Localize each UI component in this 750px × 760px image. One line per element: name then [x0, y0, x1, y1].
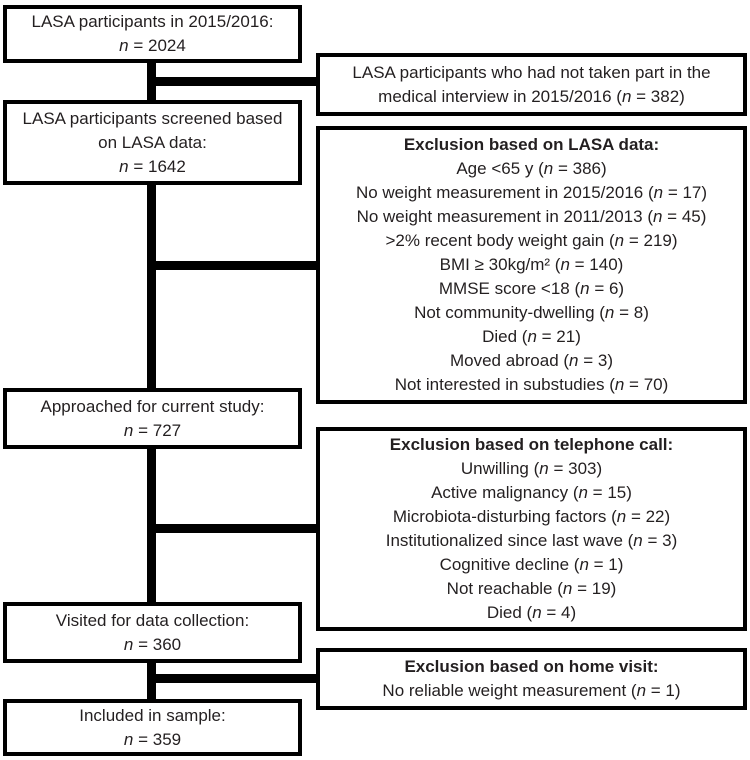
exclusion-item: Institutionalized since last wave (n = 3… [385, 531, 678, 550]
n-symbol: n [123, 420, 134, 440]
exclusion-item: Cognitive decline (n = 1) [439, 555, 624, 574]
flow-box-visited: Visited for data collection: n = 360 [3, 602, 302, 663]
exclusion-item: MMSE score <18 (n = 6) [438, 279, 625, 298]
exclusion-title: Exclusion based on home visit: [404, 657, 659, 676]
n-symbol: n [560, 255, 570, 274]
n-value: = 727 [133, 420, 182, 440]
flow-box-screened: LASA participants screened based on LASA… [3, 100, 302, 185]
box-label: Included in sample: [79, 705, 226, 725]
exclusion-item: Microbiota-disturbing factors (n = 22) [392, 507, 671, 526]
n-symbol: n [119, 36, 129, 55]
exclusion-item: Died (n = 4) [486, 603, 577, 622]
side-box-exclusion-lasa-data: Exclusion based on LASA data: Age <65 y … [316, 126, 747, 404]
exclusion-item: Unwilling (n = 303) [460, 459, 603, 478]
n-symbol: n [636, 681, 647, 700]
exclusion-title: Exclusion based on telephone call: [389, 435, 674, 454]
n-symbol: n [532, 603, 542, 622]
flow-box-included: Included in sample: n = 359 [3, 699, 302, 756]
n-symbol: n [562, 579, 573, 598]
exclusion-item: BMI ≥ 30kg/m² (n = 140) [439, 255, 624, 274]
side-box-no-medical-interview: LASA participants who had not taken part… [316, 53, 747, 116]
exclusion-item: Died (n = 21) [482, 327, 581, 346]
box-count: n = 727 [19, 419, 286, 443]
side-box-exclusion-home-visit: Exclusion based on home visit: No reliab… [316, 648, 747, 710]
box-count: n = 1642 [19, 155, 286, 179]
n-symbol: n [539, 459, 549, 478]
exclusion-title: Exclusion based on LASA data: [403, 135, 660, 154]
n-symbol: n [614, 231, 625, 250]
exclusion-item: No weight measurement in 2011/2013 (n = … [356, 207, 707, 226]
exclusion-item: Moved abroad (n = 3) [449, 351, 614, 370]
exclusion-item: >2% recent body weight gain (n = 219) [385, 231, 678, 250]
connector-branch-1 [147, 77, 316, 86]
exclusion-item: No weight measurement in 2015/2016 (n = … [355, 183, 708, 202]
n-symbol: n [543, 159, 554, 178]
n-symbol: n [652, 207, 663, 226]
n-symbol: n [633, 531, 643, 550]
exclusion-item: Active malignancy (n = 15) [431, 483, 632, 502]
flow-box-approached: Approached for current study: n = 727 [3, 388, 302, 449]
n-value: = 2024 [128, 36, 186, 55]
n-symbol: n [527, 327, 537, 346]
box-count: n = 360 [19, 633, 286, 657]
exclusion-items: Age <65 y (n = 386) No weight measurement… [356, 157, 707, 397]
connector-branch-2 [147, 261, 316, 270]
n-symbol: n [621, 86, 632, 106]
exclusion-items: No reliable weight measurement (n = 1) [382, 679, 680, 703]
box-count: n = 359 [19, 728, 286, 752]
exclusion-items: Unwilling (n = 303) Active malignancy (n … [386, 457, 678, 625]
connector-branch-3 [147, 524, 316, 533]
n-symbol: n [123, 729, 134, 749]
n-symbol: n [653, 183, 664, 202]
box-label: Approached for current study: [40, 396, 265, 416]
exclusion-item: Not interested in substudies (n = 70) [394, 375, 669, 394]
box-label: Visited for data collection: [55, 610, 250, 630]
connector-spine-2 [147, 183, 156, 391]
box-label: LASA participants screened based on LASA… [22, 108, 283, 152]
n-value: = 359 [133, 729, 182, 749]
flow-box-participants-2015-2016: LASA participants in 2015/2016: n = 2024 [3, 5, 302, 63]
exclusion-item: Not reachable (n = 19) [446, 579, 617, 598]
connector-branch-4 [147, 674, 316, 683]
exclusion-item: Age <65 y (n = 386) [456, 159, 607, 178]
exclusion-items: LASA participants who had not taken part… [326, 61, 737, 109]
exclusion-item: Not community-dwelling (n = 8) [414, 303, 649, 322]
exclusion-item: LASA participants who had not taken part… [352, 62, 711, 106]
side-box-exclusion-telephone: Exclusion based on telephone call: Unwil… [316, 427, 747, 631]
n-symbol: n [569, 351, 579, 370]
n-symbol: n [579, 555, 589, 574]
n-value: = 360 [133, 634, 182, 654]
box-label: LASA participants in 2015/2016: [31, 12, 274, 31]
n-symbol: n [604, 303, 615, 322]
n-symbol: n [616, 507, 627, 526]
exclusion-item: No reliable weight measurement (n = 1) [382, 681, 681, 700]
box-count: n = 2024 [19, 34, 286, 58]
n-symbol: n [119, 156, 129, 176]
n-symbol: n [580, 279, 590, 298]
n-symbol: n [578, 483, 588, 502]
n-symbol: n [123, 634, 134, 654]
n-value: = 1642 [128, 156, 186, 176]
n-symbol: n [614, 375, 625, 394]
